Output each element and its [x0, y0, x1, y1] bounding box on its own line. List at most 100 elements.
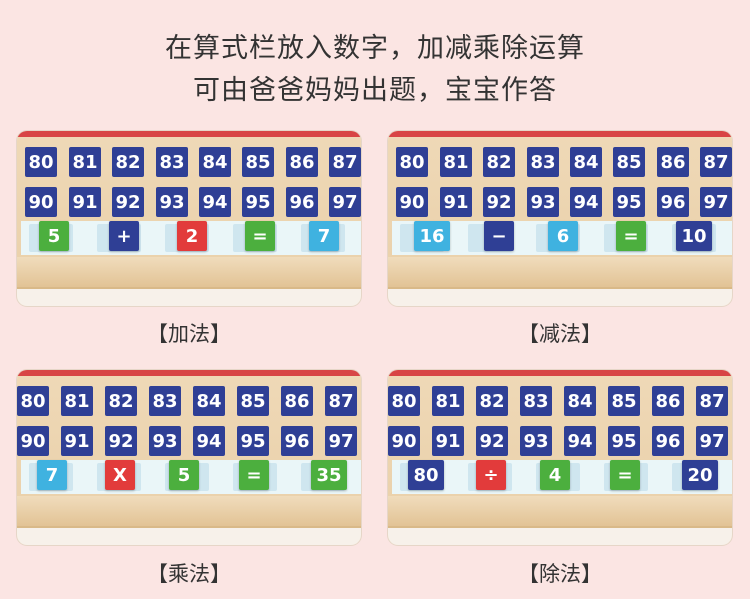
number-tile[interactable]: 83: [527, 147, 559, 177]
number-tile[interactable]: 84: [193, 386, 225, 416]
panel-division: 80 81 82 83 84 85 86 87 90 91 92 93 94 9…: [388, 370, 732, 545]
number-tile[interactable]: 92: [476, 426, 508, 456]
number-tile[interactable]: 94: [570, 187, 602, 217]
title-line-2: 可由爸爸妈妈出题，宝宝作答: [193, 75, 557, 106]
number-tile[interactable]: 83: [520, 386, 552, 416]
panel-multiplication: 80 81 82 83 84 85 86 87 90 91 92 93 94 9…: [17, 370, 361, 545]
panel-bottom: [17, 528, 361, 545]
result-card[interactable]: 35: [311, 460, 347, 490]
number-tile[interactable]: 81: [432, 386, 464, 416]
number-tile[interactable]: 86: [286, 147, 318, 177]
divide-sign-card[interactable]: ÷: [476, 460, 506, 490]
number-tile[interactable]: 95: [242, 187, 274, 217]
number-tile[interactable]: 85: [608, 386, 640, 416]
number-row-90s: 90 91 92 93 94 95 96 97: [17, 187, 361, 217]
number-tile[interactable]: 93: [149, 426, 181, 456]
number-tile[interactable]: 85: [237, 386, 269, 416]
abacus-board: 80 81 82 83 84 85 86 87 90 91 92 93 94 9…: [17, 370, 361, 545]
caption-multiplication: 【乘法】: [147, 562, 231, 586]
equals-sign-card[interactable]: =: [610, 460, 640, 490]
number-tile[interactable]: 90: [25, 187, 57, 217]
equals-sign-card[interactable]: =: [239, 460, 269, 490]
caption-division: 【除法】: [518, 562, 602, 586]
number-tile[interactable]: 94: [193, 426, 225, 456]
number-tile[interactable]: 90: [396, 187, 428, 217]
number-tile[interactable]: 84: [199, 147, 231, 177]
number-tile[interactable]: 96: [652, 426, 684, 456]
number-tile[interactable]: 93: [520, 426, 552, 456]
number-tile[interactable]: 91: [440, 187, 472, 217]
number-tile[interactable]: 82: [483, 147, 515, 177]
number-tile[interactable]: 92: [105, 426, 137, 456]
number-tile[interactable]: 95: [613, 187, 645, 217]
number-tile[interactable]: 86: [657, 147, 689, 177]
number-tile[interactable]: 80: [25, 147, 57, 177]
number-tile[interactable]: 87: [325, 386, 357, 416]
number-tile[interactable]: 97: [329, 187, 361, 217]
number-tile[interactable]: 93: [156, 187, 188, 217]
number-tile[interactable]: 93: [527, 187, 559, 217]
operand-card[interactable]: 5: [39, 221, 69, 251]
number-tile[interactable]: 87: [329, 147, 361, 177]
number-tile[interactable]: 80: [388, 386, 420, 416]
number-tile[interactable]: 80: [396, 147, 428, 177]
operand-card[interactable]: 80: [408, 460, 444, 490]
number-tile[interactable]: 90: [388, 426, 420, 456]
number-tile[interactable]: 92: [483, 187, 515, 217]
number-tile[interactable]: 82: [476, 386, 508, 416]
number-tile[interactable]: 90: [17, 426, 49, 456]
number-tile[interactable]: 91: [61, 426, 93, 456]
number-tile[interactable]: 96: [286, 187, 318, 217]
result-card[interactable]: 10: [676, 221, 712, 251]
caption-subtraction: 【减法】: [518, 322, 602, 346]
number-tile[interactable]: 97: [325, 426, 357, 456]
number-tile[interactable]: 94: [564, 426, 596, 456]
number-tile[interactable]: 85: [613, 147, 645, 177]
number-tile[interactable]: 97: [700, 187, 732, 217]
number-tile[interactable]: 92: [112, 187, 144, 217]
equals-sign-card[interactable]: =: [245, 221, 275, 251]
number-tile[interactable]: 81: [61, 386, 93, 416]
number-tile[interactable]: 86: [652, 386, 684, 416]
number-tile[interactable]: 96: [657, 187, 689, 217]
multiply-sign-card[interactable]: X: [105, 460, 135, 490]
number-row-90s: 90 91 92 93 94 95 96 97: [388, 426, 732, 456]
wooden-base: [17, 496, 361, 528]
panel-bottom: [17, 289, 361, 306]
number-tile[interactable]: 81: [69, 147, 101, 177]
number-tile[interactable]: 83: [156, 147, 188, 177]
number-row-80s: 80 81 82 83 84 85 86 87: [17, 386, 361, 416]
number-tile[interactable]: 80: [17, 386, 49, 416]
operand-card[interactable]: 7: [37, 460, 67, 490]
number-tile[interactable]: 97: [696, 426, 728, 456]
operand-card[interactable]: 5: [169, 460, 199, 490]
number-tile[interactable]: 82: [112, 147, 144, 177]
number-tile[interactable]: 91: [432, 426, 464, 456]
plus-sign-card[interactable]: +: [109, 221, 139, 251]
operand-card[interactable]: 16: [414, 221, 450, 251]
number-tile[interactable]: 84: [570, 147, 602, 177]
equals-sign-card[interactable]: =: [616, 221, 646, 251]
operand-card[interactable]: 6: [548, 221, 578, 251]
operand-card[interactable]: 2: [177, 221, 207, 251]
number-tile[interactable]: 94: [199, 187, 231, 217]
number-tile[interactable]: 83: [149, 386, 181, 416]
result-card[interactable]: 7: [309, 221, 339, 251]
number-tile[interactable]: 84: [564, 386, 596, 416]
operand-card[interactable]: 4: [540, 460, 570, 490]
number-tile[interactable]: 91: [69, 187, 101, 217]
wooden-base: [388, 257, 732, 289]
top-tile-row: [388, 131, 732, 137]
number-tile[interactable]: 86: [281, 386, 313, 416]
result-card[interactable]: 20: [682, 460, 718, 490]
number-tile[interactable]: 95: [608, 426, 640, 456]
number-tile[interactable]: 87: [696, 386, 728, 416]
number-tile[interactable]: 95: [237, 426, 269, 456]
number-row-90s: 90 91 92 93 94 95 96 97: [388, 187, 732, 217]
minus-sign-card[interactable]: −: [484, 221, 514, 251]
number-tile[interactable]: 81: [440, 147, 472, 177]
number-tile[interactable]: 82: [105, 386, 137, 416]
number-tile[interactable]: 96: [281, 426, 313, 456]
number-tile[interactable]: 87: [700, 147, 732, 177]
number-tile[interactable]: 85: [242, 147, 274, 177]
